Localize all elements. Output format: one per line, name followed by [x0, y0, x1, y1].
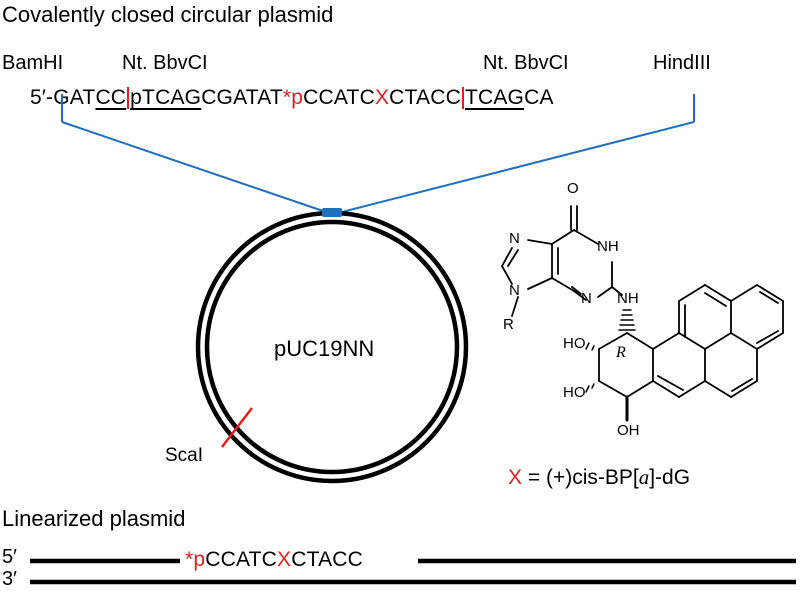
linear-three-prime: 3′ [2, 568, 17, 590]
linear-sequence: *pCCATCXCTACC [185, 548, 363, 572]
linear-five-prime: 5′ [2, 546, 17, 568]
adduct-site: X [374, 86, 390, 109]
atom-n7: N [509, 230, 520, 247]
linear-seq-segment: CCATC [205, 548, 278, 571]
atom-n9: N [509, 282, 520, 299]
seq-segment: GAT [53, 86, 96, 109]
plasmid-inner-strand [204, 219, 460, 475]
plasmid-name: pUC19NN [274, 336, 375, 361]
adduct-label-end: ]-dG [649, 466, 691, 489]
stereo-r-label: R [616, 344, 626, 361]
adduct-structure [501, 205, 784, 422]
five-prime-marker: 5′- [30, 86, 54, 109]
adduct-label-italic: a [638, 465, 650, 489]
atom-n3: N [581, 290, 592, 307]
seq-segment: CA [524, 86, 554, 109]
seq-segment: CGATAT [201, 86, 283, 109]
linear-phosphate-marker: *p [185, 548, 206, 571]
seq-segment: TCAG [464, 86, 525, 109]
bamhi-label: BamHI [2, 52, 64, 74]
atom-n1h: NH [597, 238, 619, 255]
nt-bbvci-left-label: Nt. BbvCI [122, 52, 208, 74]
diagram-title: Covalently closed circular plasmid [2, 2, 334, 27]
atom-ho-1: HO [563, 335, 586, 352]
adduct-label-text: = (+)cis-BP[ [522, 466, 639, 489]
adduct-x-symbol: X [508, 466, 523, 489]
seq-segment: CCATC [303, 86, 375, 109]
seq-segment: CTACC [389, 86, 461, 109]
atom-r: R [503, 316, 514, 333]
linear-seq-segment: CTACC [291, 548, 364, 571]
nt-bbvci-right-label: Nt. BbvCI [483, 52, 569, 74]
nick-site-left [127, 87, 130, 109]
adduct-label: X = (+)cis-BP[a]-dG [508, 465, 690, 490]
linearized-title: Linearized plasmid [2, 506, 186, 531]
atom-o: O [567, 180, 579, 197]
bracket-right-diagonal [341, 121, 695, 213]
linear-adduct-site: X [277, 548, 292, 571]
atom-nh: NH [617, 290, 639, 307]
insert-region [322, 208, 342, 217]
nt-site-right: TCAG [461, 86, 524, 109]
bracket-left-diagonal [61, 121, 327, 213]
nick-site-right [461, 87, 464, 109]
seq-segment: pTCAG [130, 86, 202, 109]
scai-label: ScaI [165, 445, 204, 466]
scai-cut-mark [221, 407, 253, 448]
atom-oh: OH [617, 422, 640, 439]
seq-segment: CC [95, 86, 127, 109]
atom-ho-2: HO [563, 384, 586, 401]
hashed-bond [618, 309, 636, 331]
phosphate-marker: *p [282, 86, 304, 109]
hindiii-label: HindIII [653, 52, 711, 74]
